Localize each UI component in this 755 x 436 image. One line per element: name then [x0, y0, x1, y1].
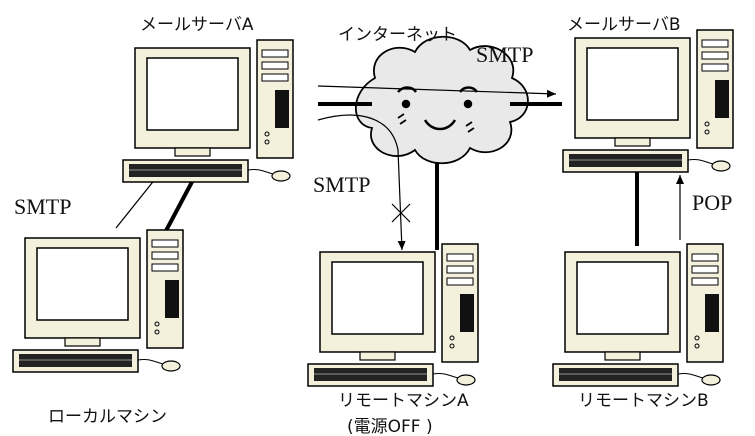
- mail-server-b-computer-icon: [562, 29, 734, 173]
- internet-cloud: [354, 35, 529, 165]
- smtp-label-local-to-server: SMTP: [14, 194, 72, 219]
- remote-machine-a-computer-icon: [307, 243, 479, 387]
- remote-machine-b-computer-icon: [552, 243, 724, 387]
- server-b-label: メールサーバB: [567, 15, 681, 35]
- local-machine-label: ローカルマシン: [48, 407, 167, 427]
- cloud-face-icon: [397, 86, 479, 133]
- remote-a-label: リモートマシンA: [338, 391, 469, 411]
- local-machine-computer-icon: [12, 229, 184, 373]
- internet-label: インターネット: [338, 25, 457, 45]
- server-a-label: メールサーバA: [140, 15, 254, 35]
- remote-b-label: リモートマシンB: [578, 391, 709, 411]
- mail-server-a-computer-icon: [122, 39, 294, 183]
- pop-label: POP: [692, 190, 733, 215]
- message-flows: [115, 85, 684, 251]
- smtp-label-server-to-server: SMTP: [476, 42, 534, 67]
- smtp-label-to-remote-a: SMTP: [313, 172, 371, 197]
- remote-a-note: (電源OFF ): [347, 417, 433, 436]
- blocked-cross-icon: [391, 203, 411, 223]
